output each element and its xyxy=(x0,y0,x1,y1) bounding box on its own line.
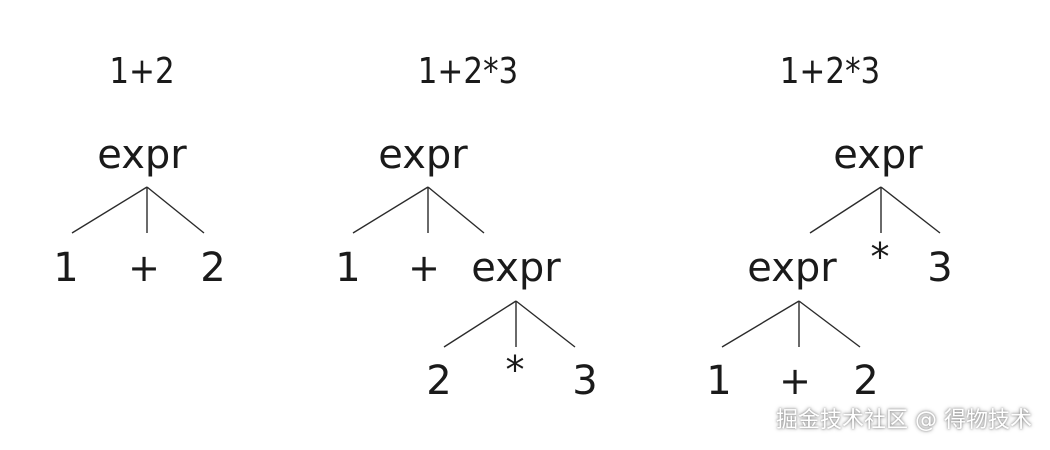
tree-node-leaf: 1 xyxy=(53,245,79,291)
edge xyxy=(515,300,576,348)
tree-node-leaf: 2 xyxy=(853,358,879,404)
edge xyxy=(721,300,800,348)
tree-node-leaf: 1 xyxy=(706,358,732,404)
watermark: 掘金技术社区 @ 得物技术 xyxy=(776,408,1032,433)
tree-title: 1+2 xyxy=(109,51,175,92)
edge xyxy=(443,300,517,348)
tree-node-leaf: 3 xyxy=(927,245,953,291)
edge xyxy=(798,300,861,348)
tree-node-subexpr: expr xyxy=(471,245,561,291)
tree-node-operator: + xyxy=(779,359,811,403)
tree-node-leaf: 2 xyxy=(200,245,226,291)
edge xyxy=(427,186,485,234)
edge xyxy=(352,186,429,234)
tree-node-root: expr xyxy=(833,132,923,178)
tree-node-leaf: 2 xyxy=(426,358,452,404)
tree-node-operator: * xyxy=(870,235,890,279)
edge xyxy=(146,186,205,234)
tree-node-subexpr: expr xyxy=(747,245,837,291)
tree-title: 1+2*3 xyxy=(417,51,519,92)
edge xyxy=(880,186,941,234)
tree-node-leaf: 3 xyxy=(572,358,598,404)
tree-title: 1+2*3 xyxy=(779,51,881,92)
tree-node-root: expr xyxy=(378,132,468,178)
tree-node-leaf: 1 xyxy=(335,245,361,291)
tree-node-root: expr xyxy=(97,132,187,178)
tree-node-operator: + xyxy=(128,246,160,290)
edge xyxy=(809,186,882,234)
tree-node-operator: + xyxy=(408,246,440,290)
edge xyxy=(71,186,148,234)
tree-node-operator: * xyxy=(505,348,525,392)
